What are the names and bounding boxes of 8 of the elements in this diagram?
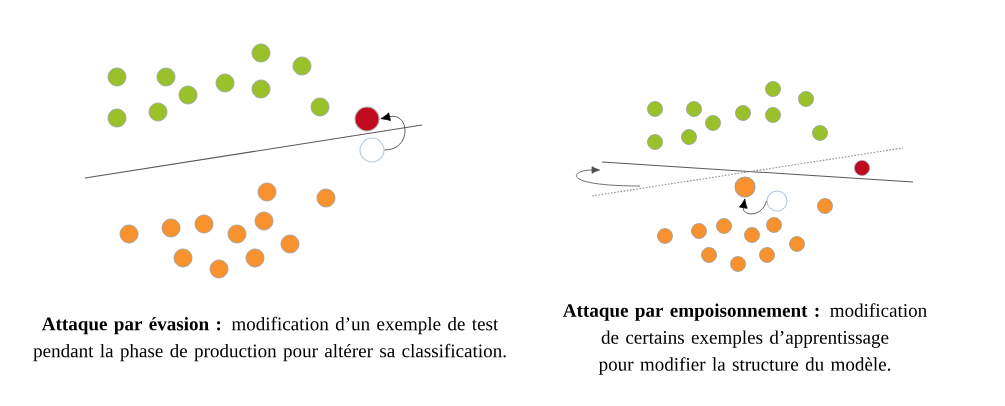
arrow xyxy=(739,198,767,215)
caption: Attaque par empoisonnement : modification de certains exemples d’apprentissage pour modifier la structure du modèle. xyxy=(563,303,927,375)
data-point xyxy=(359,137,385,163)
data-point xyxy=(354,106,380,132)
data-point xyxy=(766,190,788,212)
arrow xyxy=(380,112,406,151)
data-point xyxy=(734,176,756,198)
caption: Attaque par évasion : modification d’un exemple de test pendant la phase de production pour altérer sa classification. xyxy=(33,316,506,362)
